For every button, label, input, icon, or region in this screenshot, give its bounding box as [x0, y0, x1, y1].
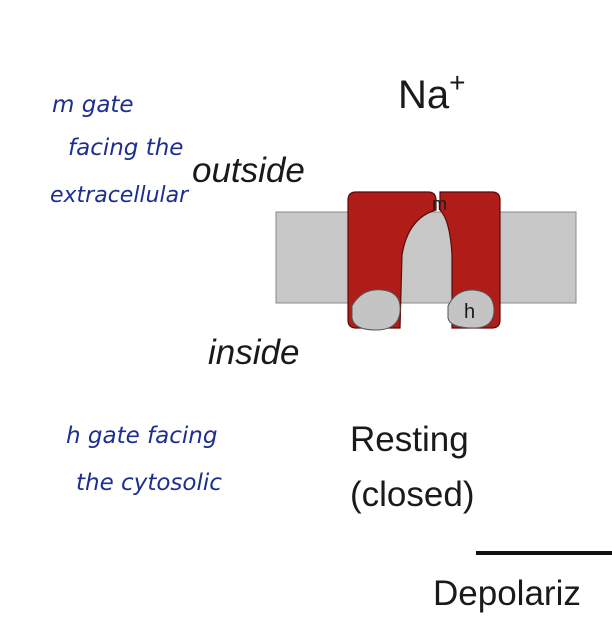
left-inactivation-blob	[351, 289, 401, 331]
h-note-line-2: the cytosolic	[76, 470, 222, 496]
state-caption-line-2: (closed)	[350, 475, 474, 514]
state-caption-line-1: Resting	[350, 420, 469, 459]
m-gate-label: m	[432, 194, 447, 214]
m-note-line-2: facing the	[68, 135, 183, 161]
ion-charge: +	[449, 67, 465, 98]
ion-symbol: Na	[398, 73, 450, 117]
ion-label: Na+	[398, 67, 466, 117]
inside-label: inside	[208, 333, 299, 372]
m-gate-note: m gate facing the extracellular	[50, 92, 190, 208]
h-note-line-1: h gate facing	[66, 423, 217, 449]
outside-label: outside	[192, 151, 305, 190]
h-gate-label: h	[464, 301, 475, 323]
m-note-line-3: extracellular	[50, 183, 190, 208]
membrane-bilayer	[275, 211, 577, 304]
h-gate	[447, 289, 495, 329]
h-gate-note: h gate facing the cytosolic	[66, 423, 222, 496]
m-note-line-1: m gate	[52, 92, 134, 118]
depolarization-label: Depolariz	[433, 574, 581, 613]
